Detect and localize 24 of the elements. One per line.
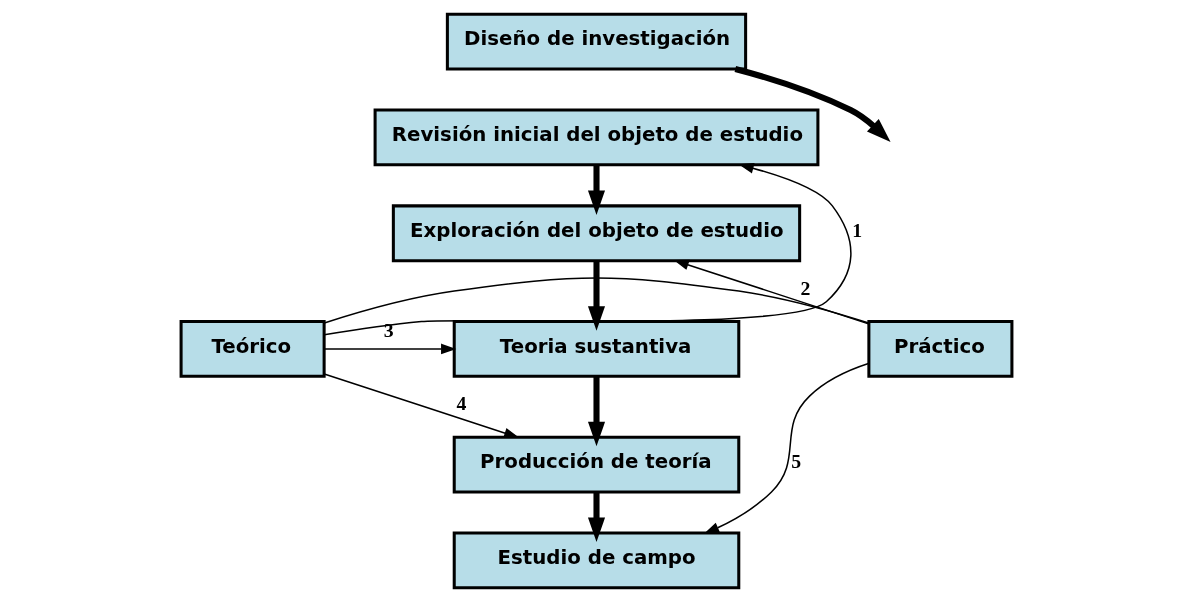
node-box: Exploración del objeto de estudio xyxy=(391,204,801,263)
edge-label: 3 xyxy=(383,319,394,342)
node-box: Estudio de campo xyxy=(452,531,740,590)
arrow xyxy=(587,165,605,215)
arrow xyxy=(323,163,852,336)
arrow xyxy=(734,66,891,143)
arrow xyxy=(323,343,456,355)
node-box: Revisión inicial del objeto de estudio xyxy=(373,108,819,167)
arrow xyxy=(587,260,605,331)
edge-label: 1 xyxy=(851,218,862,241)
arrow xyxy=(587,492,605,543)
edge-label: 5 xyxy=(790,450,801,473)
node-box: Práctico xyxy=(866,320,1013,378)
node-box: Producción de teoría xyxy=(452,435,740,494)
edge-label: 2 xyxy=(799,276,810,299)
node-box: Teoria sustantiva xyxy=(452,320,740,378)
node-box: Diseño de investigación xyxy=(445,12,747,71)
node-box: Teórico xyxy=(179,320,326,378)
arrow xyxy=(587,376,605,447)
arrow xyxy=(323,373,519,439)
connector xyxy=(323,277,869,324)
arrow xyxy=(673,259,869,325)
edge-label: 4 xyxy=(456,392,466,415)
arrow xyxy=(703,362,869,534)
